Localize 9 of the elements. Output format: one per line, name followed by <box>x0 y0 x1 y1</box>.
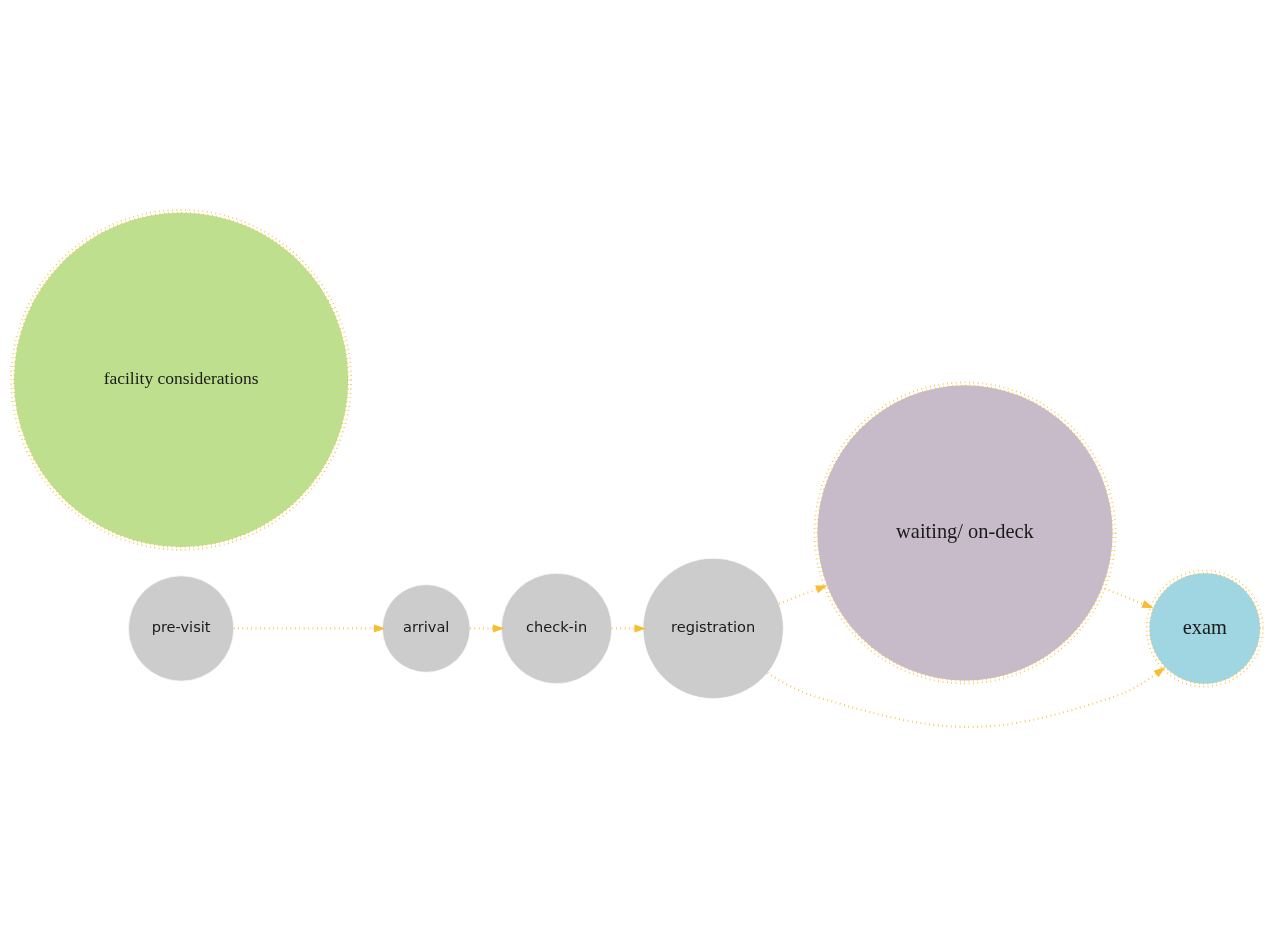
node-circle: pre-visit <box>128 575 235 682</box>
arrow <box>233 624 386 633</box>
node-circle: check-in <box>500 572 613 685</box>
arrow <box>470 624 505 633</box>
arrow <box>778 585 828 605</box>
arrow <box>767 666 1166 728</box>
node-circle: registration <box>642 557 784 700</box>
node-circle: arrival <box>381 584 471 673</box>
arrow <box>1104 587 1154 609</box>
